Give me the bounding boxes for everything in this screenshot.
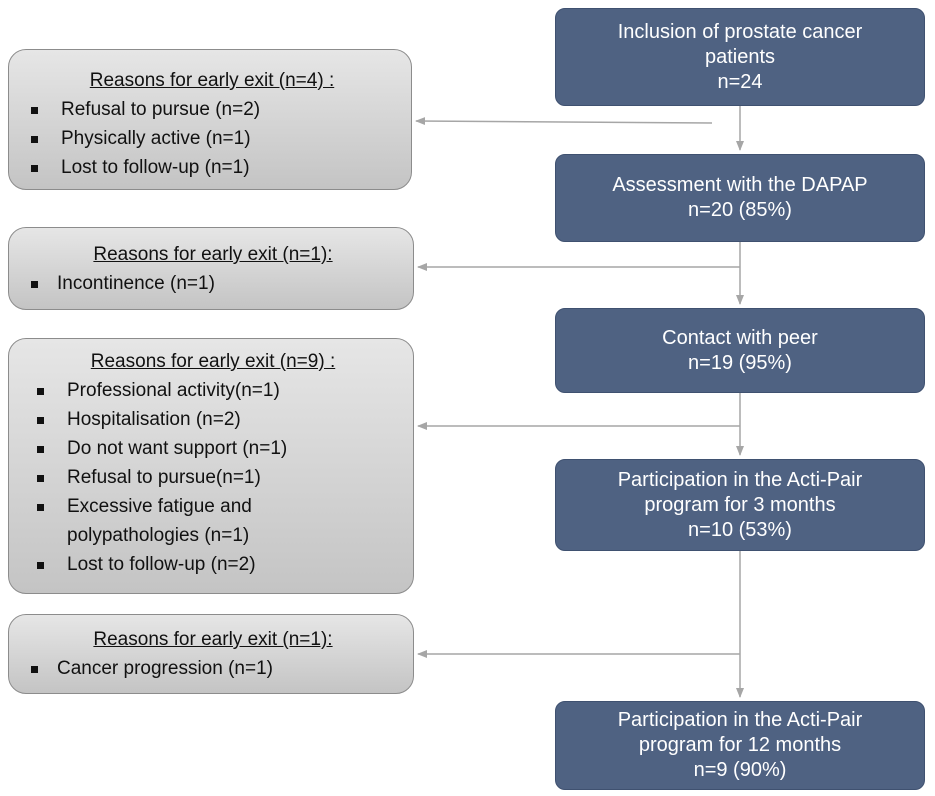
list-item: Incontinence (n=1)	[27, 269, 399, 298]
step-assessment-line-2: n=20 (85%)	[688, 199, 792, 221]
step-participation-12-line-3: n=9 (90%)	[693, 759, 787, 781]
exit-box-1-list: Refusal to pursue (n=2) Physically activ…	[27, 95, 397, 182]
exit-box-4-list: Cancer progression (n=1)	[27, 654, 399, 683]
list-item-text: Refusal to pursue(n=1)	[67, 467, 261, 488]
step-inclusion-line-3: n=24	[717, 70, 763, 93]
exit-box-2-list: Incontinence (n=1)	[27, 269, 399, 298]
list-item: Lost to follow-up (n=2)	[33, 550, 289, 579]
step-participation-3-months: Participation in the Acti-Pair program f…	[555, 459, 925, 551]
step-participation-3-line-1: Participation in the Acti-Pair	[617, 468, 863, 491]
list-item-text: Refusal to pursue (n=2)	[61, 99, 261, 120]
step-participation-12-line-2: program for 12 months	[638, 734, 842, 756]
step-participation-12-months: Participation in the Acti-Pair program f…	[555, 701, 925, 790]
step-inclusion-line-1: Inclusion of prostate cancer	[617, 20, 863, 43]
exit-box-2: Reasons for early exit (n=1): Incontinen…	[8, 227, 414, 310]
list-item: Lost to follow-up (n=1)	[27, 153, 397, 182]
list-item-text: Physically active (n=1)	[61, 128, 251, 149]
list-item: Do not want support (n=1)	[33, 434, 289, 463]
step-participation-12-line-1: Participation in the Acti-Pair	[617, 709, 863, 731]
exit-box-3-list: Professional activity(n=1) Hospitalisati…	[27, 376, 399, 579]
step-inclusion-line-2: patients	[704, 45, 776, 68]
list-item-text: Incontinence (n=1)	[57, 273, 215, 294]
exit-box-1-title: Reasons for early exit (n=4) :	[89, 70, 335, 91]
arrow-exit-1	[415, 117, 713, 126]
list-item-text: Lost to follow-up (n=1)	[61, 157, 250, 178]
exit-box-4: Reasons for early exit (n=1): Cancer pro…	[8, 614, 414, 694]
list-item-text: Professional activity(n=1)	[67, 380, 280, 401]
exit-box-1: Reasons for early exit (n=4) : Refusal t…	[8, 49, 412, 190]
list-item: Refusal to pursue(n=1)	[33, 463, 289, 492]
list-item-text: Lost to follow-up (n=2)	[67, 554, 256, 575]
list-item: Hospitalisation (n=2)	[33, 405, 289, 434]
exit-box-2-title: Reasons for early exit (n=1):	[93, 244, 333, 265]
exit-box-4-title: Reasons for early exit (n=1):	[93, 629, 333, 650]
list-item-text: Excessive fatigue and polypathologies (n…	[67, 496, 252, 546]
list-item: Physically active (n=1)	[27, 124, 397, 153]
step-assessment: Assessment with the DAPAP n=20 (85%)	[555, 154, 925, 242]
list-item: Professional activity(n=1)	[33, 376, 289, 405]
step-contact-peer-line-1: Contact with peer	[662, 326, 818, 349]
list-item: Excessive fatigue and polypathologies (n…	[33, 492, 289, 550]
step-contact-peer: Contact with peer n=19 (95%)	[555, 308, 925, 393]
step-inclusion: Inclusion of prostate cancer patients n=…	[555, 8, 925, 106]
list-item-text: Hospitalisation (n=2)	[67, 409, 241, 430]
step-contact-peer-line-2: n=19 (95%)	[688, 351, 792, 374]
list-item-text: Do not want support (n=1)	[67, 438, 288, 459]
step-assessment-line-1: Assessment with the DAPAP	[612, 174, 868, 196]
exit-box-3: Reasons for early exit (n=9) : Professio…	[8, 338, 414, 594]
list-item: Cancer progression (n=1)	[27, 654, 399, 683]
step-participation-3-line-2: program for 3 months	[644, 493, 836, 516]
list-item: Refusal to pursue (n=2)	[27, 95, 397, 124]
exit-box-3-title: Reasons for early exit (n=9) :	[90, 351, 336, 372]
list-item-text: Cancer progression (n=1)	[57, 658, 273, 679]
step-participation-3-line-3: n=10 (53%)	[688, 518, 792, 541]
